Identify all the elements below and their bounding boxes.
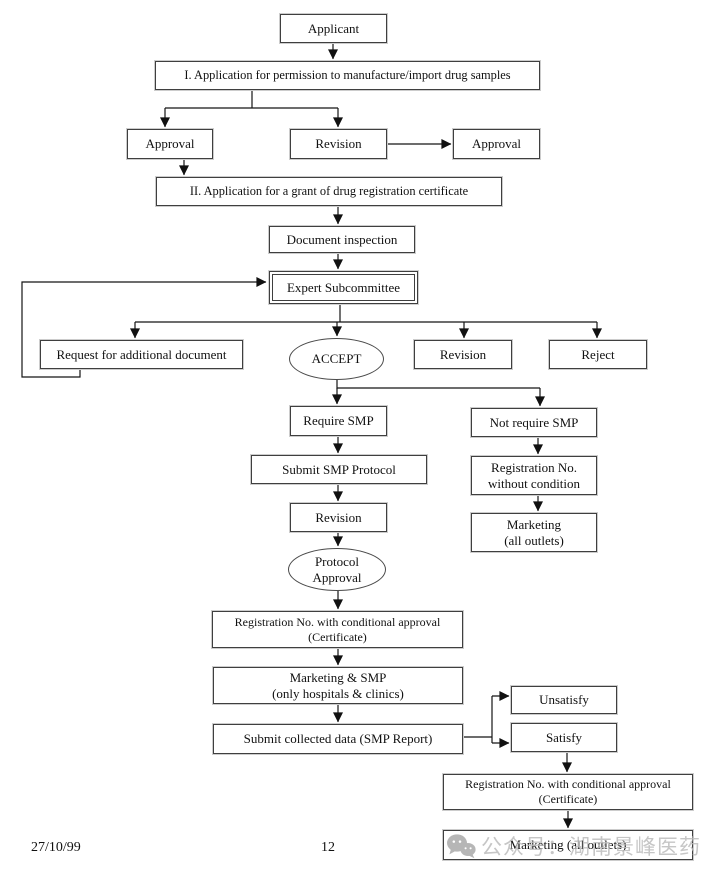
node-revision-2: Revision <box>414 340 512 369</box>
node-require-smp: Require SMP <box>290 406 387 436</box>
node-registration-no-without-condition: Registration No. without condition <box>471 456 597 495</box>
node-request-additional-document: Request for additional document <box>40 340 243 369</box>
node-marketing-smp: Marketing & SMP (only hospitals & clinic… <box>213 667 463 704</box>
node-application-step1: I. Application for permission to manufac… <box>155 61 540 90</box>
node-satisfy: Satisfy <box>511 723 617 752</box>
node-revision-1: Revision <box>290 129 387 159</box>
node-accept: ACCEPT <box>289 338 384 380</box>
node-marketing-all-outlets-1: Marketing (all outlets) <box>471 513 597 552</box>
node-applicant: Applicant <box>280 14 387 43</box>
node-application-step2: II. Application for a grant of drug regi… <box>156 177 502 206</box>
node-reject: Reject <box>549 340 647 369</box>
node-approval-left: Approval <box>127 129 213 159</box>
node-submit-collected-data: Submit collected data (SMP Report) <box>213 724 463 754</box>
node-registration-no-conditional-approval-2: Registration No. with conditional approv… <box>443 774 693 810</box>
node-unsatisfy: Unsatisfy <box>511 686 617 714</box>
node-approval-right: Approval <box>453 129 540 159</box>
footer-page-number: 12 <box>321 840 335 855</box>
edge-submit-data-branch <box>463 696 493 743</box>
edge-request-loop-to-expert <box>21 277 267 378</box>
node-marketing-all-outlets-2: Marketing (all outlets) <box>443 830 693 860</box>
node-expert-subcommittee: Expert Subcommittee <box>272 274 415 301</box>
node-registration-no-conditional-approval-1: Registration No. with conditional approv… <box>212 611 463 648</box>
footer-date: 27/10/99 <box>31 840 81 855</box>
node-protocol-approval: Protocol Approval <box>288 548 386 591</box>
node-submit-smp-protocol: Submit SMP Protocol <box>251 455 427 484</box>
node-not-require-smp: Not require SMP <box>471 408 597 437</box>
edge-accept-branch <box>336 380 540 389</box>
node-revision-3: Revision <box>290 503 387 532</box>
node-document-inspection: Document inspection <box>269 226 415 253</box>
